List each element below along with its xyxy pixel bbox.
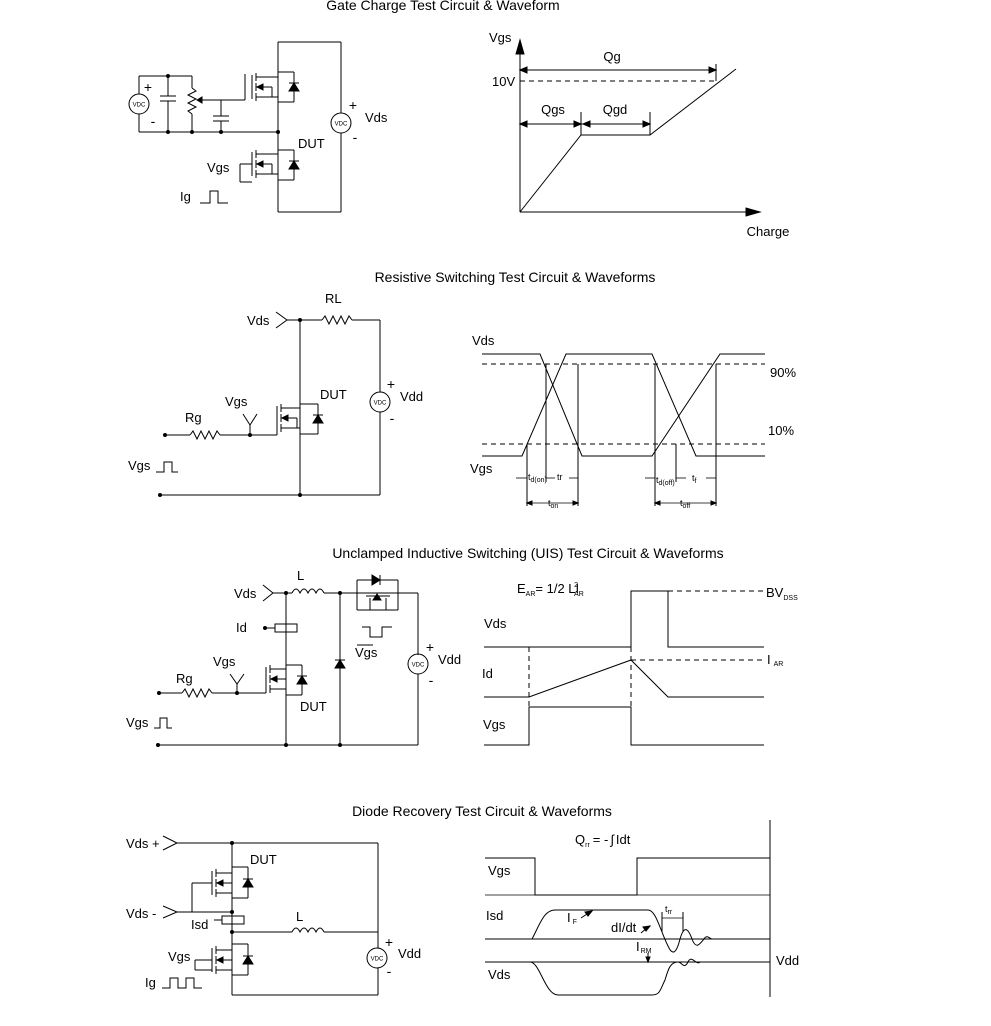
toff-label: toff — [680, 498, 690, 510]
vds-trace-label: Vds — [472, 333, 495, 348]
rl-label: RL — [325, 291, 342, 306]
ig-label: Ig — [145, 975, 156, 990]
plus-label: + — [387, 376, 395, 392]
id-label: Id — [236, 620, 247, 635]
p10-label: 10% — [768, 423, 794, 438]
qrr-label: Qrr= -∫Idt — [575, 832, 631, 849]
ig-label: Ig — [180, 189, 191, 204]
tf-label: tf — [692, 473, 697, 485]
minus-label: - — [151, 113, 156, 129]
qgs-label: Qgs — [541, 102, 565, 117]
minus-label: - — [390, 410, 395, 426]
diode-waveform — [485, 820, 771, 997]
dut-label: DUT — [300, 699, 327, 714]
vds-label: Vds — [247, 313, 270, 328]
dut-label: DUT — [298, 136, 325, 151]
vdd-label: Vdd — [398, 946, 421, 961]
vds-label: Vds — [234, 586, 257, 601]
vgs-pulse-label: Vgs — [126, 715, 149, 730]
minus-label: - — [387, 963, 392, 979]
rg-label: Rg — [185, 410, 202, 425]
gate-charge-circuit — [128, 41, 352, 213]
isd-label: Isd — [191, 917, 208, 932]
qg-label: Qg — [603, 49, 620, 64]
tdoff-label: td(off) — [656, 475, 675, 487]
resistive-circuit — [156, 311, 391, 497]
vgs-label: Vgs — [213, 654, 236, 669]
rg-label: Rg — [176, 671, 193, 686]
charge-axis-label: Charge — [747, 224, 790, 239]
vgs-bar-label: Vgs — [355, 645, 378, 660]
plus-label-2: + — [349, 97, 357, 113]
vdd-label: Vdd — [400, 389, 423, 404]
vds-label: Vds — [365, 110, 388, 125]
v10-label: 10V — [492, 74, 515, 89]
vds-plus-label: Vds + — [126, 836, 160, 851]
vgs-label: Vgs — [168, 949, 191, 964]
dut-label: DUT — [320, 387, 347, 402]
uis-waveform — [484, 590, 764, 746]
minus-label-2: - — [353, 129, 358, 145]
l-label: L — [297, 568, 304, 583]
vgs-label: Vgs — [207, 160, 230, 175]
plus-label: + — [426, 639, 434, 655]
vgs-trace-label: Vgs — [483, 717, 506, 732]
qgd-label: Qgd — [603, 102, 628, 117]
dut-label: DUT — [250, 852, 277, 867]
vgs-pulse-label: Vgs — [128, 458, 151, 473]
didt-label: dI/dt — [611, 920, 637, 935]
tdon-label: td(on) — [528, 472, 547, 484]
vdd-label: Vdd — [438, 652, 461, 667]
plus-label: + — [385, 934, 393, 950]
vds-trace-label: Vds — [488, 967, 511, 982]
vds-trace-label: Vds — [484, 616, 507, 631]
vdc-source-icon — [128, 93, 150, 115]
vgs-axis-label: Vgs — [489, 30, 512, 45]
minus-label: - — [429, 672, 434, 688]
resistive-title: Resistive Switching Test Circuit & Wavef… — [375, 269, 656, 285]
vgs-trace-label: Vgs — [470, 461, 493, 476]
plus-label: + — [144, 79, 152, 95]
gate-charge-waveform — [515, 38, 762, 217]
gate-charge-title: Gate Charge Test Circuit & Waveform — [326, 0, 559, 13]
vgs-trace-label: Vgs — [488, 863, 511, 878]
p90-label: 90% — [770, 365, 796, 380]
vgs-label: Vgs — [225, 394, 248, 409]
diode-title: Diode Recovery Test Circuit & Waveforms — [352, 803, 612, 819]
uis-title: Unclamped Inductive Switching (UIS) Test… — [332, 545, 723, 561]
uis-circuit — [154, 574, 429, 747]
bvdss-label: BVDSS — [766, 585, 798, 602]
resistive-waveform — [482, 353, 765, 506]
tr-label: tr — [557, 472, 563, 482]
isd-trace-label: Isd — [486, 908, 503, 923]
diode-circuit — [162, 835, 388, 996]
vdd-trace-label: Vdd — [776, 953, 799, 968]
id-trace-label: Id — [482, 666, 493, 681]
l-label: L — [296, 909, 303, 924]
trr-label: trr — [665, 904, 673, 916]
ton-label: ton — [548, 498, 558, 510]
vds-minus-label: Vds - — [126, 906, 156, 921]
irm-label: IRM — [636, 939, 652, 955]
